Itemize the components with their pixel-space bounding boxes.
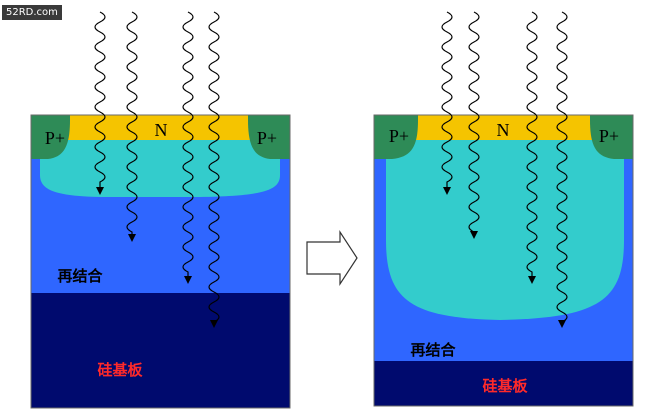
left-substrate-region: [31, 293, 290, 408]
left-n-label: N: [155, 120, 168, 140]
left-p-plus-right: [248, 115, 290, 159]
left-panel: P+ N P+ 再结合 硅基板: [30, 114, 291, 409]
right-depletion-region: [386, 140, 624, 320]
left-substrate-label: 硅基板: [97, 361, 143, 379]
right-p-plus-right-label: P+: [599, 126, 619, 146]
right-panel: P+ N P+ 再结合 硅基板: [373, 114, 634, 407]
right-p-plus-right: [590, 115, 633, 159]
left-recombination-label: 再结合: [57, 267, 103, 285]
right-p-plus-left: [374, 115, 418, 159]
left-depletion-region: [40, 140, 280, 197]
photon-waves: [94, 11, 568, 328]
left-p-plus-left: [31, 115, 70, 159]
photon-wave-4: [208, 11, 220, 328]
photon-wave-7: [526, 11, 538, 284]
right-recombination-label: 再结合: [410, 341, 456, 359]
photon-wave-8: [556, 11, 568, 328]
left-p-plus-right-label: P+: [257, 128, 277, 148]
right-p-plus-left-label: P+: [389, 126, 409, 146]
left-p-plus-left-label: P+: [45, 128, 65, 148]
right-n-label: N: [497, 120, 510, 140]
photon-wave-1: [94, 11, 106, 195]
photon-wave-3: [182, 11, 194, 284]
left-n-layer: [31, 115, 290, 140]
photon-wave-2: [126, 11, 138, 242]
photon-wave-6: [468, 11, 480, 239]
watermark: 52RD.com: [2, 5, 62, 20]
right-substrate-region: [374, 361, 633, 406]
transition-arrow-icon: [306, 229, 358, 287]
photon-wave-5: [441, 11, 453, 195]
right-substrate-label: 硅基板: [482, 377, 528, 395]
